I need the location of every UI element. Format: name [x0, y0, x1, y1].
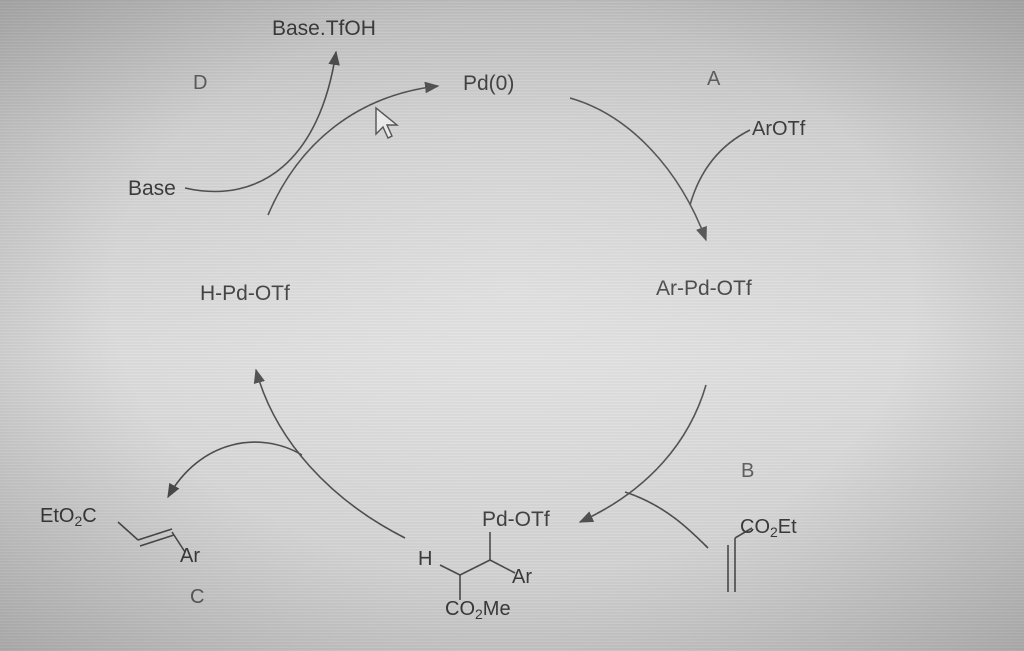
arrow-product-out [167, 441, 303, 499]
intermediate-bond-ar [489, 559, 516, 574]
eto2c-prefix: EtO [40, 505, 75, 527]
label-arotf: ArOTf [752, 118, 806, 140]
arrow-pd0-to-arpdotf [569, 97, 707, 242]
label-ar-intermediate: Ar [512, 566, 532, 588]
mouse-cursor-icon [375, 106, 399, 139]
label-ar-product: Ar [180, 545, 200, 567]
intermediate-bond-h [439, 564, 461, 576]
eto2c-sub: 2 [74, 513, 83, 529]
label-base: Base [128, 177, 176, 200]
label-h: H [418, 548, 433, 570]
label-eto2c: EtO2C [40, 505, 97, 529]
co2me-prefix: CO [445, 598, 475, 620]
co2me-sub: 2 [475, 606, 483, 622]
arrow-intermediate-to-hpdotf [253, 368, 406, 539]
label-pd-otf: Pd-OTf [482, 508, 550, 531]
label-co2et: CO2Et [740, 516, 797, 540]
label-step-d: D [193, 72, 208, 94]
eto2c-suffix: C [82, 505, 97, 527]
co2et-prefix: CO [740, 516, 770, 538]
alkene-bond-b-ester [734, 527, 753, 539]
product-bond-3 [171, 531, 186, 553]
co2et-suffix: Et [777, 516, 797, 538]
co2et-sub: 2 [770, 524, 778, 540]
label-base-tfoh: Base.TfOH [272, 17, 376, 40]
co2me-suffix: Me [482, 598, 511, 620]
arrow-base-to-base-tfoh [184, 50, 340, 193]
arrow-hpdotf-to-pd0 [267, 81, 440, 216]
arrow-arotf-in [689, 129, 751, 206]
arrow-alkene-in [624, 491, 709, 549]
product-bond-1 [117, 521, 139, 541]
label-ar-pd-otf: Ar-Pd-OTf [656, 277, 752, 300]
label-pd0: Pd(0) [463, 72, 515, 95]
arrow-arpdotf-to-intermediate [578, 384, 707, 523]
intermediate-bond-chain [459, 559, 491, 576]
product-bond-2-double [139, 534, 175, 547]
label-step-c: C [190, 586, 205, 608]
label-step-b: B [741, 460, 755, 482]
label-h-pd-otf: H-Pd-OTf [200, 282, 290, 305]
label-co2me: CO2Me [445, 598, 511, 622]
label-step-a: A [707, 68, 721, 90]
product-bond-2 [137, 528, 173, 541]
